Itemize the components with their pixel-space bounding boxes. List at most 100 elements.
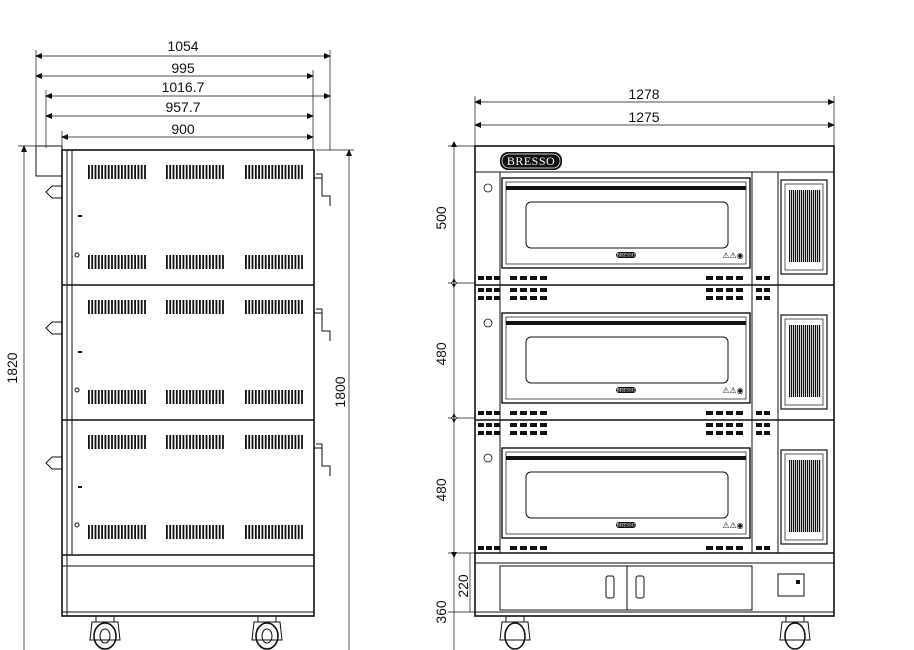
vent-slot	[121, 435, 123, 449]
vent-slot	[291, 300, 293, 314]
door-handle[interactable]	[506, 186, 746, 190]
panel-slot	[815, 325, 817, 397]
side-body	[61, 149, 315, 617]
vent-block	[706, 431, 713, 435]
panel-slot	[791, 460, 793, 532]
vent-slot	[185, 390, 188, 404]
vent-slot	[208, 255, 211, 269]
vent-slot	[195, 390, 198, 404]
vent-block	[726, 276, 733, 280]
vent-slot	[182, 390, 185, 404]
vent-slot	[189, 255, 191, 269]
vent-block	[726, 431, 733, 435]
vent-slot	[274, 255, 277, 269]
warning-symbols: ⚠⚠◉	[722, 386, 743, 395]
vent-slot	[179, 390, 181, 404]
vent-slot	[222, 165, 224, 179]
vent-slot	[268, 255, 270, 269]
vent-slot	[212, 435, 214, 449]
vent-slot	[195, 165, 198, 179]
vent-slot	[104, 255, 107, 269]
vent-block	[764, 423, 770, 427]
deck-door[interactable]	[501, 447, 751, 539]
vent-slot	[284, 165, 287, 179]
vent-block	[716, 546, 723, 550]
vent-slot	[218, 300, 221, 314]
vent-slot	[208, 435, 211, 449]
panel-slot	[791, 325, 793, 397]
vent-slot	[124, 435, 127, 449]
vent-slot	[169, 300, 172, 314]
vent-slot	[140, 255, 143, 269]
indicator-light	[483, 183, 493, 193]
vent-slot	[117, 165, 120, 179]
front-width-label: 1275	[628, 109, 659, 125]
side-height-total-dimension: 1820	[4, 145, 46, 650]
vent-block	[736, 411, 743, 415]
vent-slot	[88, 300, 90, 314]
deck-height-label: 500	[433, 206, 449, 230]
door-handle[interactable]	[506, 456, 746, 460]
vent-slot	[245, 300, 247, 314]
vent-block	[756, 411, 762, 415]
vent-slot	[199, 390, 201, 404]
panel-slot	[803, 460, 805, 532]
vent-block	[706, 423, 713, 427]
vent-slot	[248, 435, 251, 449]
vent-slot	[192, 165, 195, 179]
vent-slot	[215, 525, 218, 539]
deck-door[interactable]	[501, 312, 751, 404]
vent-slot	[264, 525, 267, 539]
deck-height-label: 480	[433, 478, 449, 502]
vent-slot	[287, 300, 290, 314]
vent-slot	[215, 255, 218, 269]
control-panel[interactable]	[780, 179, 828, 275]
panel-slot	[801, 460, 803, 532]
door-handle[interactable]	[506, 321, 746, 325]
deck-door[interactable]	[501, 177, 751, 269]
oven-deck: BRESSO⚠⚠◉	[483, 177, 828, 275]
side-view: 1054 995 1016.7 957.7 900 1820 1800	[4, 38, 354, 650]
control-panel[interactable]	[780, 449, 828, 545]
panel-slot	[811, 325, 813, 397]
vent-slot	[127, 390, 130, 404]
vent-slot	[94, 165, 97, 179]
vent-slot	[107, 435, 110, 449]
vent-slot	[245, 525, 247, 539]
vent-slot	[104, 390, 107, 404]
vent-slot	[222, 390, 224, 404]
vent-block	[716, 423, 723, 427]
panel-slot	[805, 325, 807, 397]
panel-slot	[795, 325, 797, 397]
vent-slot	[91, 255, 94, 269]
vent-slot	[182, 435, 185, 449]
vent-slot	[166, 525, 168, 539]
vent-block	[530, 296, 537, 300]
vent-slot	[111, 390, 113, 404]
panel-slot	[795, 460, 797, 532]
vent-block	[706, 276, 713, 280]
vent-slot	[268, 165, 270, 179]
front-body	[474, 145, 835, 617]
vent-slot	[114, 390, 117, 404]
vent-slot	[291, 390, 293, 404]
vent-slot	[107, 255, 110, 269]
vent-slot	[264, 255, 267, 269]
vent-block	[494, 276, 500, 280]
panel-slot	[797, 190, 799, 262]
vent-block	[706, 546, 713, 550]
vent-slot	[121, 300, 123, 314]
vent-slot	[94, 525, 97, 539]
control-panel[interactable]	[780, 314, 828, 410]
vent-slot	[254, 525, 257, 539]
vent-slot	[140, 390, 143, 404]
vent-slot	[278, 300, 280, 314]
vent-block	[756, 296, 762, 300]
vent-block	[494, 411, 500, 415]
vent-slot	[294, 435, 297, 449]
vent-slot	[166, 435, 168, 449]
vent-slot	[291, 435, 293, 449]
vent-slot	[179, 525, 181, 539]
vent-slot	[175, 255, 178, 269]
vent-slot	[202, 255, 205, 269]
